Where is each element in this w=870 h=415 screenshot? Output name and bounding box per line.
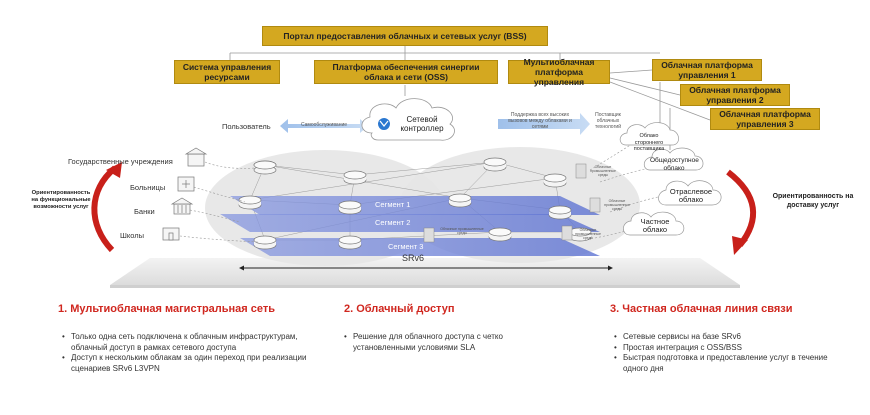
user-label: Пользователь: [222, 122, 271, 131]
right-red-arrow: [726, 169, 757, 255]
cloud-platform-2[interactable]: Облачная платформа управления 2: [680, 84, 790, 106]
cloud-private: Частное облако: [640, 217, 670, 234]
left-orientation-label: Ориентированность на функциональные возм…: [31, 190, 91, 210]
section-1-bullet-2: Доступ к нескольким облакам за один пере…: [62, 353, 322, 374]
user-icons: [162, 147, 208, 241]
cloud-public: Общедоступное облако: [650, 157, 699, 172]
self-service-arrow: [280, 119, 368, 133]
section-3-title: 3. Частная облачная линия связи: [610, 303, 793, 315]
cloud-third-party: Облако стороннего поставщика: [633, 133, 665, 152]
segment-1-label: Сегмент 1: [375, 200, 411, 209]
user-banks: Банки: [134, 207, 155, 216]
multicloud-box[interactable]: Мультиоблачная платформа управления: [508, 57, 610, 87]
right-orientation-label: Ориентированность на доставку услуг: [772, 193, 854, 209]
section-3-bullet-1: Сетевые сервисы на базе SRv6: [614, 332, 844, 343]
small-label-3: Облачные промышленные среды: [575, 228, 601, 241]
portal-box[interactable]: Портал предоставления облачных и сетевых…: [262, 26, 548, 46]
segment-planes: [220, 196, 600, 256]
hospital-icon: [177, 176, 195, 192]
controller-icon: [378, 118, 390, 130]
controller-label: Сетевой контроллер: [400, 115, 444, 133]
section-2-bullets: Решение для облачного доступа с четко ус…: [344, 332, 564, 353]
support-label: Поддержка всех высоких вызовов между обл…: [508, 112, 572, 130]
user-schools: Школы: [120, 231, 145, 240]
resource-mgmt-box[interactable]: Система управления ресурсами: [174, 60, 280, 84]
providers-label: Поставщик облачных технологий: [594, 112, 621, 130]
segment-3-label: Сегмент 3: [388, 242, 424, 251]
srv6-floor: [110, 258, 740, 285]
cloud-platform-3[interactable]: Облачная платформа управления 3: [710, 108, 820, 130]
section-1-bullet-1: Только одна сеть подключена к облачным и…: [62, 332, 322, 353]
server-stacks: [423, 163, 601, 243]
section-3-bullets: Сетевые сервисы на базе SRv6 Простая инт…: [614, 332, 844, 374]
section-1-bullets: Только одна сеть подключена к облачным и…: [62, 332, 322, 374]
user-government: Государственные учреждения: [68, 157, 173, 166]
small-label-4: Облачные промышленные среды: [440, 227, 484, 236]
cloud-platform-1[interactable]: Облачная платформа управления 1: [652, 59, 762, 81]
synergy-box[interactable]: Платформа обеспечения синергии облака и …: [314, 60, 498, 84]
section-2-title: 2. Облачный доступ: [344, 303, 455, 315]
right-clouds: [619, 122, 722, 236]
section-2-bullet-1: Решение для облачного доступа с четко ус…: [344, 332, 564, 353]
school-icon: [162, 227, 180, 241]
user-hospitals: Больницы: [130, 183, 166, 192]
section-3-bullet-2: Простая интеграция с OSS/BSS: [614, 343, 844, 354]
government-building-icon: [184, 147, 208, 167]
small-label-1: Облачные промышленные среды: [590, 165, 616, 178]
srv6-label: SRv6: [402, 253, 425, 263]
cloud-industry: Отраслевое облако: [669, 187, 713, 204]
left-red-arrow: [91, 162, 122, 253]
small-label-2: Облачные промышленные среды: [604, 199, 630, 212]
self-service-label: Самообслуживание: [300, 122, 348, 128]
support-arrow: [498, 113, 590, 135]
section-3-bullet-3: Быстрая подготовка и предоставление услу…: [614, 353, 844, 374]
segment-2-label: Сегмент 2: [375, 218, 411, 227]
bank-icon: [170, 197, 194, 215]
user-links: [179, 161, 259, 243]
section-1-title: 1. Мультиоблачная магистральная сеть: [58, 303, 276, 315]
